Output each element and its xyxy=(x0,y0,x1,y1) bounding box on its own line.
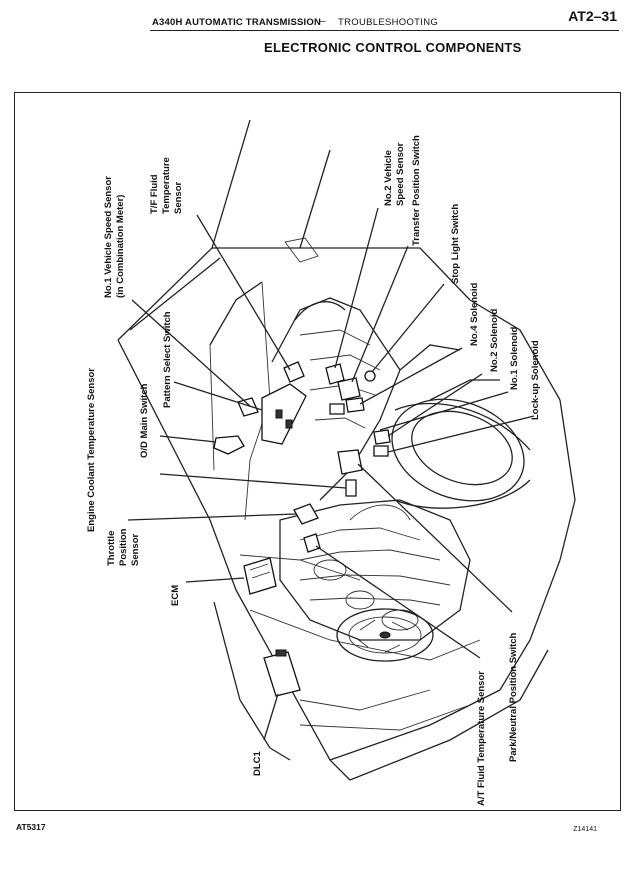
tf-fluid-temp-sensor-part xyxy=(283,361,305,383)
label-transfer-position: Transfer Position Switch xyxy=(411,135,422,246)
label-lockup-solenoid: Lock-up Solenoid xyxy=(530,340,541,420)
page-header: A340H AUTOMATIC TRANSMISSION – TROUBLESH… xyxy=(0,8,633,34)
label-tf-fluid-line2: Temperature xyxy=(161,157,172,214)
leader-no4-solenoid xyxy=(359,347,463,405)
label-throttle-line2: Position xyxy=(118,528,129,566)
lockup-solenoid-part xyxy=(373,445,389,457)
od-main-switch-part xyxy=(213,435,245,455)
label-engine-coolant: Engine Coolant Temperature Sensor xyxy=(86,368,97,532)
pattern-select-switch-module xyxy=(261,383,307,445)
leader-park-neutral xyxy=(357,463,513,613)
label-at-fluid-temp: A/T Fluid Temperature Sensor xyxy=(476,671,487,806)
label-no4-solenoid: No.4 Solenoid xyxy=(469,282,480,346)
leader-stop-light xyxy=(371,283,445,373)
no2-solenoid-part xyxy=(373,429,391,445)
label-throttle-line1: Throttle xyxy=(106,531,117,566)
label-tf-fluid-line3: Sensor xyxy=(173,181,184,214)
ecm-part xyxy=(243,557,277,595)
leader-ecm xyxy=(185,577,245,583)
stop-light-switch-part xyxy=(364,370,376,382)
leader-transfer-position xyxy=(351,245,409,383)
throttle-position-sensor-part xyxy=(293,503,319,525)
page-title: ELECTRONIC CONTROL COMPONENTS xyxy=(264,40,522,55)
leader-tf-fluid-temp xyxy=(196,214,291,371)
header-rule xyxy=(150,30,619,31)
label-pattern-select: Pattern Select Switch xyxy=(162,311,173,408)
label-no1-speed-sensor-line1: No.1 Vehicle Speed Sensor xyxy=(103,176,114,298)
components xyxy=(213,361,391,697)
label-park-neutral: Park/Neutral Position Switch xyxy=(508,632,519,762)
label-throttle-line3: Sensor xyxy=(130,533,141,566)
dlc1-part xyxy=(263,651,301,697)
leader-lockup-solenoid xyxy=(387,415,535,453)
label-dlc1: DLC1 xyxy=(252,750,263,776)
engine-coolant-sensor-part xyxy=(345,479,357,497)
labels: No.1 Vehicle Speed Sensor (in Combinatio… xyxy=(86,135,541,806)
leader-no2-solenoid xyxy=(387,373,483,437)
leader-lines xyxy=(127,207,535,741)
header-dash: – xyxy=(320,16,326,27)
label-no2-speed-line1: No.2 Vehicle xyxy=(383,150,394,206)
vehicle-illustration xyxy=(117,119,576,781)
label-no1-solenoid: No.1 Solenoid xyxy=(509,326,520,390)
label-no1-speed-sensor-line2: (in Combination Meter) xyxy=(115,195,126,298)
at-fluid-temp-sensor-part xyxy=(303,533,321,553)
footer-figure-code: AT5317 xyxy=(16,822,46,832)
leader-no1-solenoid xyxy=(379,391,509,431)
no4-solenoid-part xyxy=(345,397,365,413)
header-section: TROUBLESHOOTING xyxy=(338,17,439,28)
leader-no1-speed-sensor xyxy=(131,299,251,407)
leader-dlc1 xyxy=(263,693,279,741)
label-tf-fluid-line1: T/F Fluid xyxy=(149,174,160,214)
leader-od-main xyxy=(159,435,217,443)
park-neutral-switch-part xyxy=(337,449,363,475)
label-ecm: ECM xyxy=(170,585,181,606)
header-title: A340H AUTOMATIC TRANSMISSION xyxy=(152,17,322,28)
leader-at-fluid-temp xyxy=(315,545,481,659)
label-stop-light: Stop Light Switch xyxy=(450,204,461,284)
label-od-main: O/D Main Switch xyxy=(139,383,150,458)
label-no2-solenoid: No.2 Solenoid xyxy=(489,308,500,372)
leader-throttle xyxy=(127,513,297,521)
diagram-frame xyxy=(14,92,621,811)
leader-engine-coolant xyxy=(159,473,347,489)
transfer-position-switch-part xyxy=(337,377,361,401)
footer-image-code: Z14141 xyxy=(573,826,597,833)
leader-pattern-select xyxy=(173,381,263,411)
page-number: AT2–31 xyxy=(568,8,617,24)
leader-no2-speed-sensor xyxy=(334,207,379,369)
label-no2-speed-line2: Speed Sensor xyxy=(395,142,406,206)
